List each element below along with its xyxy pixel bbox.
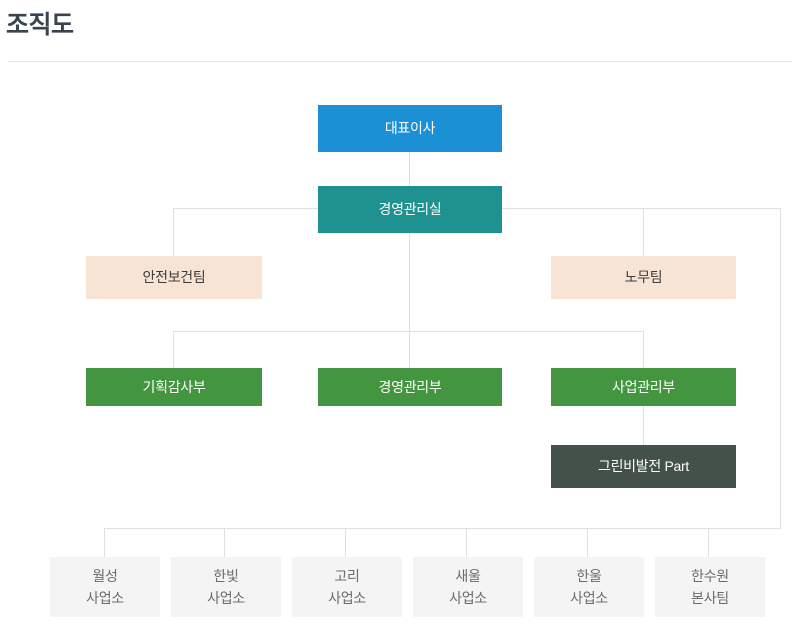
- title-divider: [8, 61, 792, 62]
- connector-to-management-dept: [409, 331, 410, 368]
- connector-office-stem: [409, 208, 410, 331]
- connector-to-site-hanul: [587, 528, 588, 557]
- connector-to-site-khnp-hq: [708, 528, 709, 557]
- node-planning-audit-dept[interactable]: 기획감사부: [86, 368, 262, 406]
- connector-to-safety-team: [173, 208, 174, 256]
- connector-to-labor-team: [643, 208, 644, 256]
- connector-business-to-greenbi: [643, 406, 644, 445]
- connector-to-site-wolsong: [104, 528, 105, 557]
- node-site-hanbit[interactable]: 한빛 사업소: [171, 557, 281, 617]
- connector-to-business-dept: [643, 331, 644, 368]
- connector-to-planning-audit: [173, 331, 174, 368]
- connector-to-site-gori: [345, 528, 346, 557]
- connector-right-trunk: [780, 208, 781, 528]
- node-site-hanul[interactable]: 한울 사업소: [534, 557, 644, 617]
- connector-to-site-hanbit: [224, 528, 225, 557]
- connector-ceo-to-office: [409, 152, 410, 209]
- node-greenbi-power-part[interactable]: 그린비발전 Part: [551, 445, 736, 488]
- node-safety-health-team[interactable]: 안전보건팀: [86, 256, 262, 299]
- connector-sites-bus: [104, 528, 781, 529]
- node-labor-team[interactable]: 노무팀: [551, 256, 736, 299]
- node-ceo[interactable]: 대표이사: [318, 105, 502, 152]
- node-site-khnp-headquarters-team[interactable]: 한수원 본사팀: [655, 557, 765, 617]
- node-management-office[interactable]: 경영관리실: [318, 186, 502, 233]
- node-site-gori[interactable]: 고리 사업소: [292, 557, 402, 617]
- organization-chart: 대표이사 경영관리실 안전보건팀 노무팀 기획감사부 경영관리부 사업관리부 그…: [0, 62, 800, 638]
- node-site-wolsong[interactable]: 월성 사업소: [50, 557, 160, 617]
- node-management-dept[interactable]: 경영관리부: [318, 368, 502, 406]
- node-site-saeul[interactable]: 새울 사업소: [413, 557, 523, 617]
- page-title: 조직도: [6, 11, 74, 39]
- node-business-management-dept[interactable]: 사업관리부: [551, 368, 736, 406]
- connector-to-site-saeul: [466, 528, 467, 557]
- connector-departments-bus: [173, 331, 644, 332]
